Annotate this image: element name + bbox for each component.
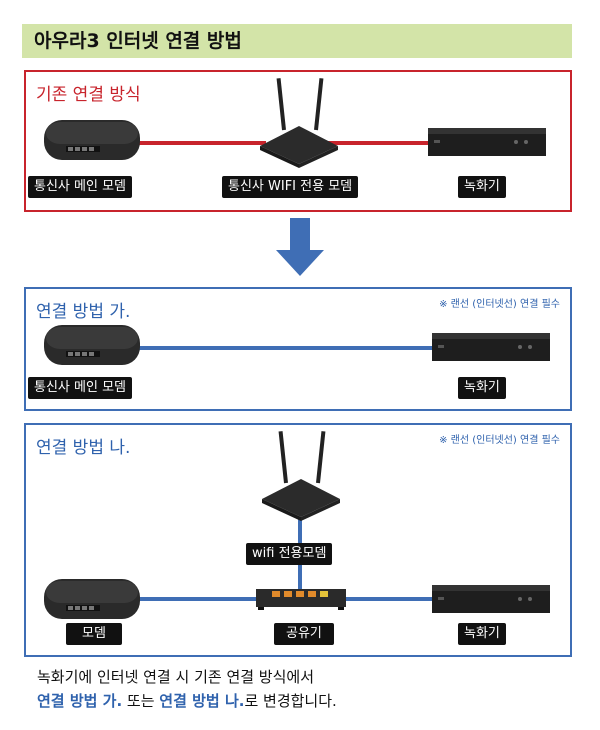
legacy-wifi-modem-label: 통신사 WIFI 전용 모뎀 (222, 176, 359, 198)
router-icon (256, 589, 346, 610)
method-b-panel: 연결 방법 나. ※ 랜선 (인터넷선) 연결 필수 wifi 전용모뎀 (24, 423, 572, 657)
footer-method-a: 연결 방법 가. (37, 692, 123, 710)
legacy-recorder-label: 녹화기 (458, 176, 506, 198)
page-title: 아우라3 인터넷 연결 방법 (22, 24, 572, 58)
method-a-cable (136, 346, 436, 350)
footer-mid: 또는 (122, 692, 160, 710)
legacy-cable-wifi-to-recorder (326, 141, 436, 145)
method-b-recorder-label: 녹화기 (458, 623, 506, 645)
wifi-router-icon (262, 431, 340, 521)
modem-icon (44, 325, 140, 365)
footer-method-b: 연결 방법 나. (159, 692, 245, 710)
recorder-icon (428, 128, 546, 156)
modem-icon (44, 579, 140, 619)
modem-icon (44, 120, 140, 160)
legacy-panel-title: 기존 연결 방식 (36, 85, 141, 105)
footer-line-2: 연결 방법 가. 또는 연결 방법 나.로 변경합니다. (37, 690, 337, 711)
method-a-title: 연결 방법 가. (36, 302, 131, 322)
method-b-modem-label: 모뎀 (66, 623, 122, 645)
legacy-connection-panel: 기존 연결 방식 통신사 메인 모뎀 통신사 WIFI 전용 모뎀 녹화기 (24, 70, 572, 212)
method-b-title: 연결 방법 나. (36, 438, 131, 458)
legacy-cable-modem-to-wifi (136, 141, 266, 145)
down-arrow-icon (276, 218, 324, 276)
recorder-icon (432, 333, 550, 361)
method-b-note: ※ 랜선 (인터넷선) 연결 필수 (439, 435, 560, 446)
method-a-recorder-label: 녹화기 (458, 377, 506, 399)
method-a-panel: 연결 방법 가. ※ 랜선 (인터넷선) 연결 필수 통신사 메인 모뎀 녹화기 (24, 287, 572, 411)
method-b-wifi-modem-label: wifi 전용모뎀 (246, 543, 333, 565)
method-a-modem-label: 통신사 메인 모뎀 (28, 377, 132, 399)
method-b-router-label: 공유기 (274, 623, 334, 645)
recorder-icon (432, 585, 550, 613)
wifi-router-icon (260, 78, 338, 168)
method-a-note: ※ 랜선 (인터넷선) 연결 필수 (439, 299, 560, 310)
legacy-modem-label: 통신사 메인 모뎀 (28, 176, 132, 198)
footer-line-1: 녹화기에 인터넷 연결 시 기존 연결 방식에서 (37, 668, 315, 686)
footer-end: 로 변경합니다. (244, 692, 337, 710)
